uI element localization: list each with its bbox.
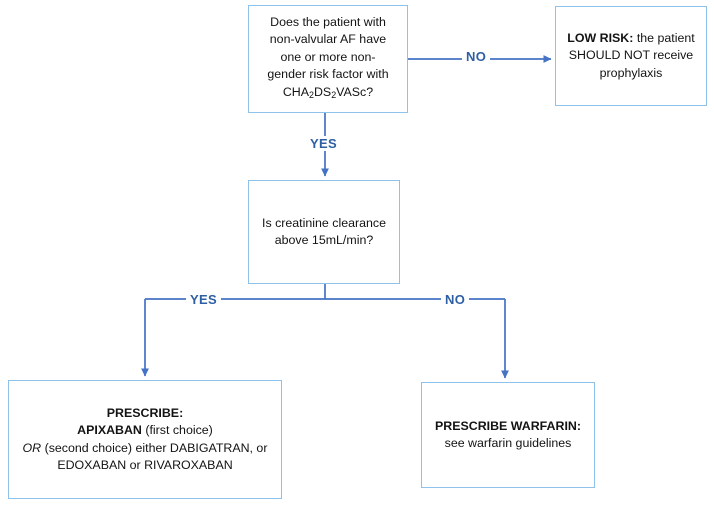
- af-line-3: one or more non-: [280, 49, 376, 64]
- low-risk-rest: the patient SHOULD NOT receive prophylax…: [568, 30, 695, 80]
- warfarin-bold-lead: PRESCRIBE WARFARIN:: [435, 418, 581, 433]
- edge-label-af-to-crcl: YES: [306, 136, 341, 151]
- edge-label-crcl-to-warfarin: NO: [441, 292, 470, 307]
- af-line-1: Does the patient with: [270, 14, 386, 29]
- node-question-crcl[interactable]: Is creatinine clearance above 15mL/min?: [248, 180, 400, 284]
- doac-line-1: PRESCRIBE:: [106, 405, 184, 420]
- node-prescribe-warfarin[interactable]: PRESCRIBE WARFARIN: see warfarin guideli…: [421, 382, 595, 488]
- af-score-sub-2: 2: [331, 89, 337, 100]
- node-prescribe-doac[interactable]: PRESCRIBE: APIXABAN (first choice) OR (s…: [8, 380, 282, 499]
- doac-drug-first-choice: APIXABAN: [77, 423, 142, 437]
- node-prescribe-warfarin-text: PRESCRIBE WARFARIN: see warfarin guideli…: [427, 418, 589, 453]
- doac-line-2-rest: (first choice): [141, 423, 213, 437]
- af-line-2: non-valvular AF have: [269, 32, 387, 47]
- af-score-label: CHA2DS2VASc?: [282, 84, 374, 100]
- doac-line-3-rest: (second choice) either DABIGATRAN, or: [41, 440, 268, 455]
- af-score-mid: DS: [313, 84, 332, 99]
- node-low-risk-text: LOW RISK: the patient SHOULD NOT receive…: [556, 30, 706, 83]
- warfarin-rest: see warfarin guidelines: [444, 436, 572, 450]
- node-question-crcl-text: Is creatinine clearance above 15mL/min?: [254, 215, 394, 250]
- crcl-line-1: Is creatinine clearance: [262, 215, 386, 230]
- af-score-sub-1: 2: [309, 89, 314, 100]
- crcl-line-2: above 15mL/min?: [274, 233, 374, 247]
- af-line-4: gender risk factor with: [267, 67, 389, 82]
- af-score-suffix: VASc?: [336, 84, 374, 99]
- edge-label-af-to-low-risk: NO: [462, 49, 491, 64]
- doac-line-4: EDOXABAN or RIVAROXABAN: [57, 458, 233, 472]
- edge-label-crcl-to-doac: YES: [186, 292, 221, 307]
- doac-or-keyword: OR: [22, 440, 42, 455]
- low-risk-bold-lead: LOW RISK:: [567, 30, 634, 45]
- node-question-af-text: Does the patient with non-valvular AF ha…: [259, 14, 396, 104]
- node-question-af[interactable]: Does the patient with non-valvular AF ha…: [248, 5, 408, 113]
- node-low-risk[interactable]: LOW RISK: the patient SHOULD NOT receive…: [555, 6, 707, 106]
- node-prescribe-doac-text: PRESCRIBE: APIXABAN (first choice) OR (s…: [15, 405, 276, 475]
- af-score-prefix: CHA: [282, 84, 310, 99]
